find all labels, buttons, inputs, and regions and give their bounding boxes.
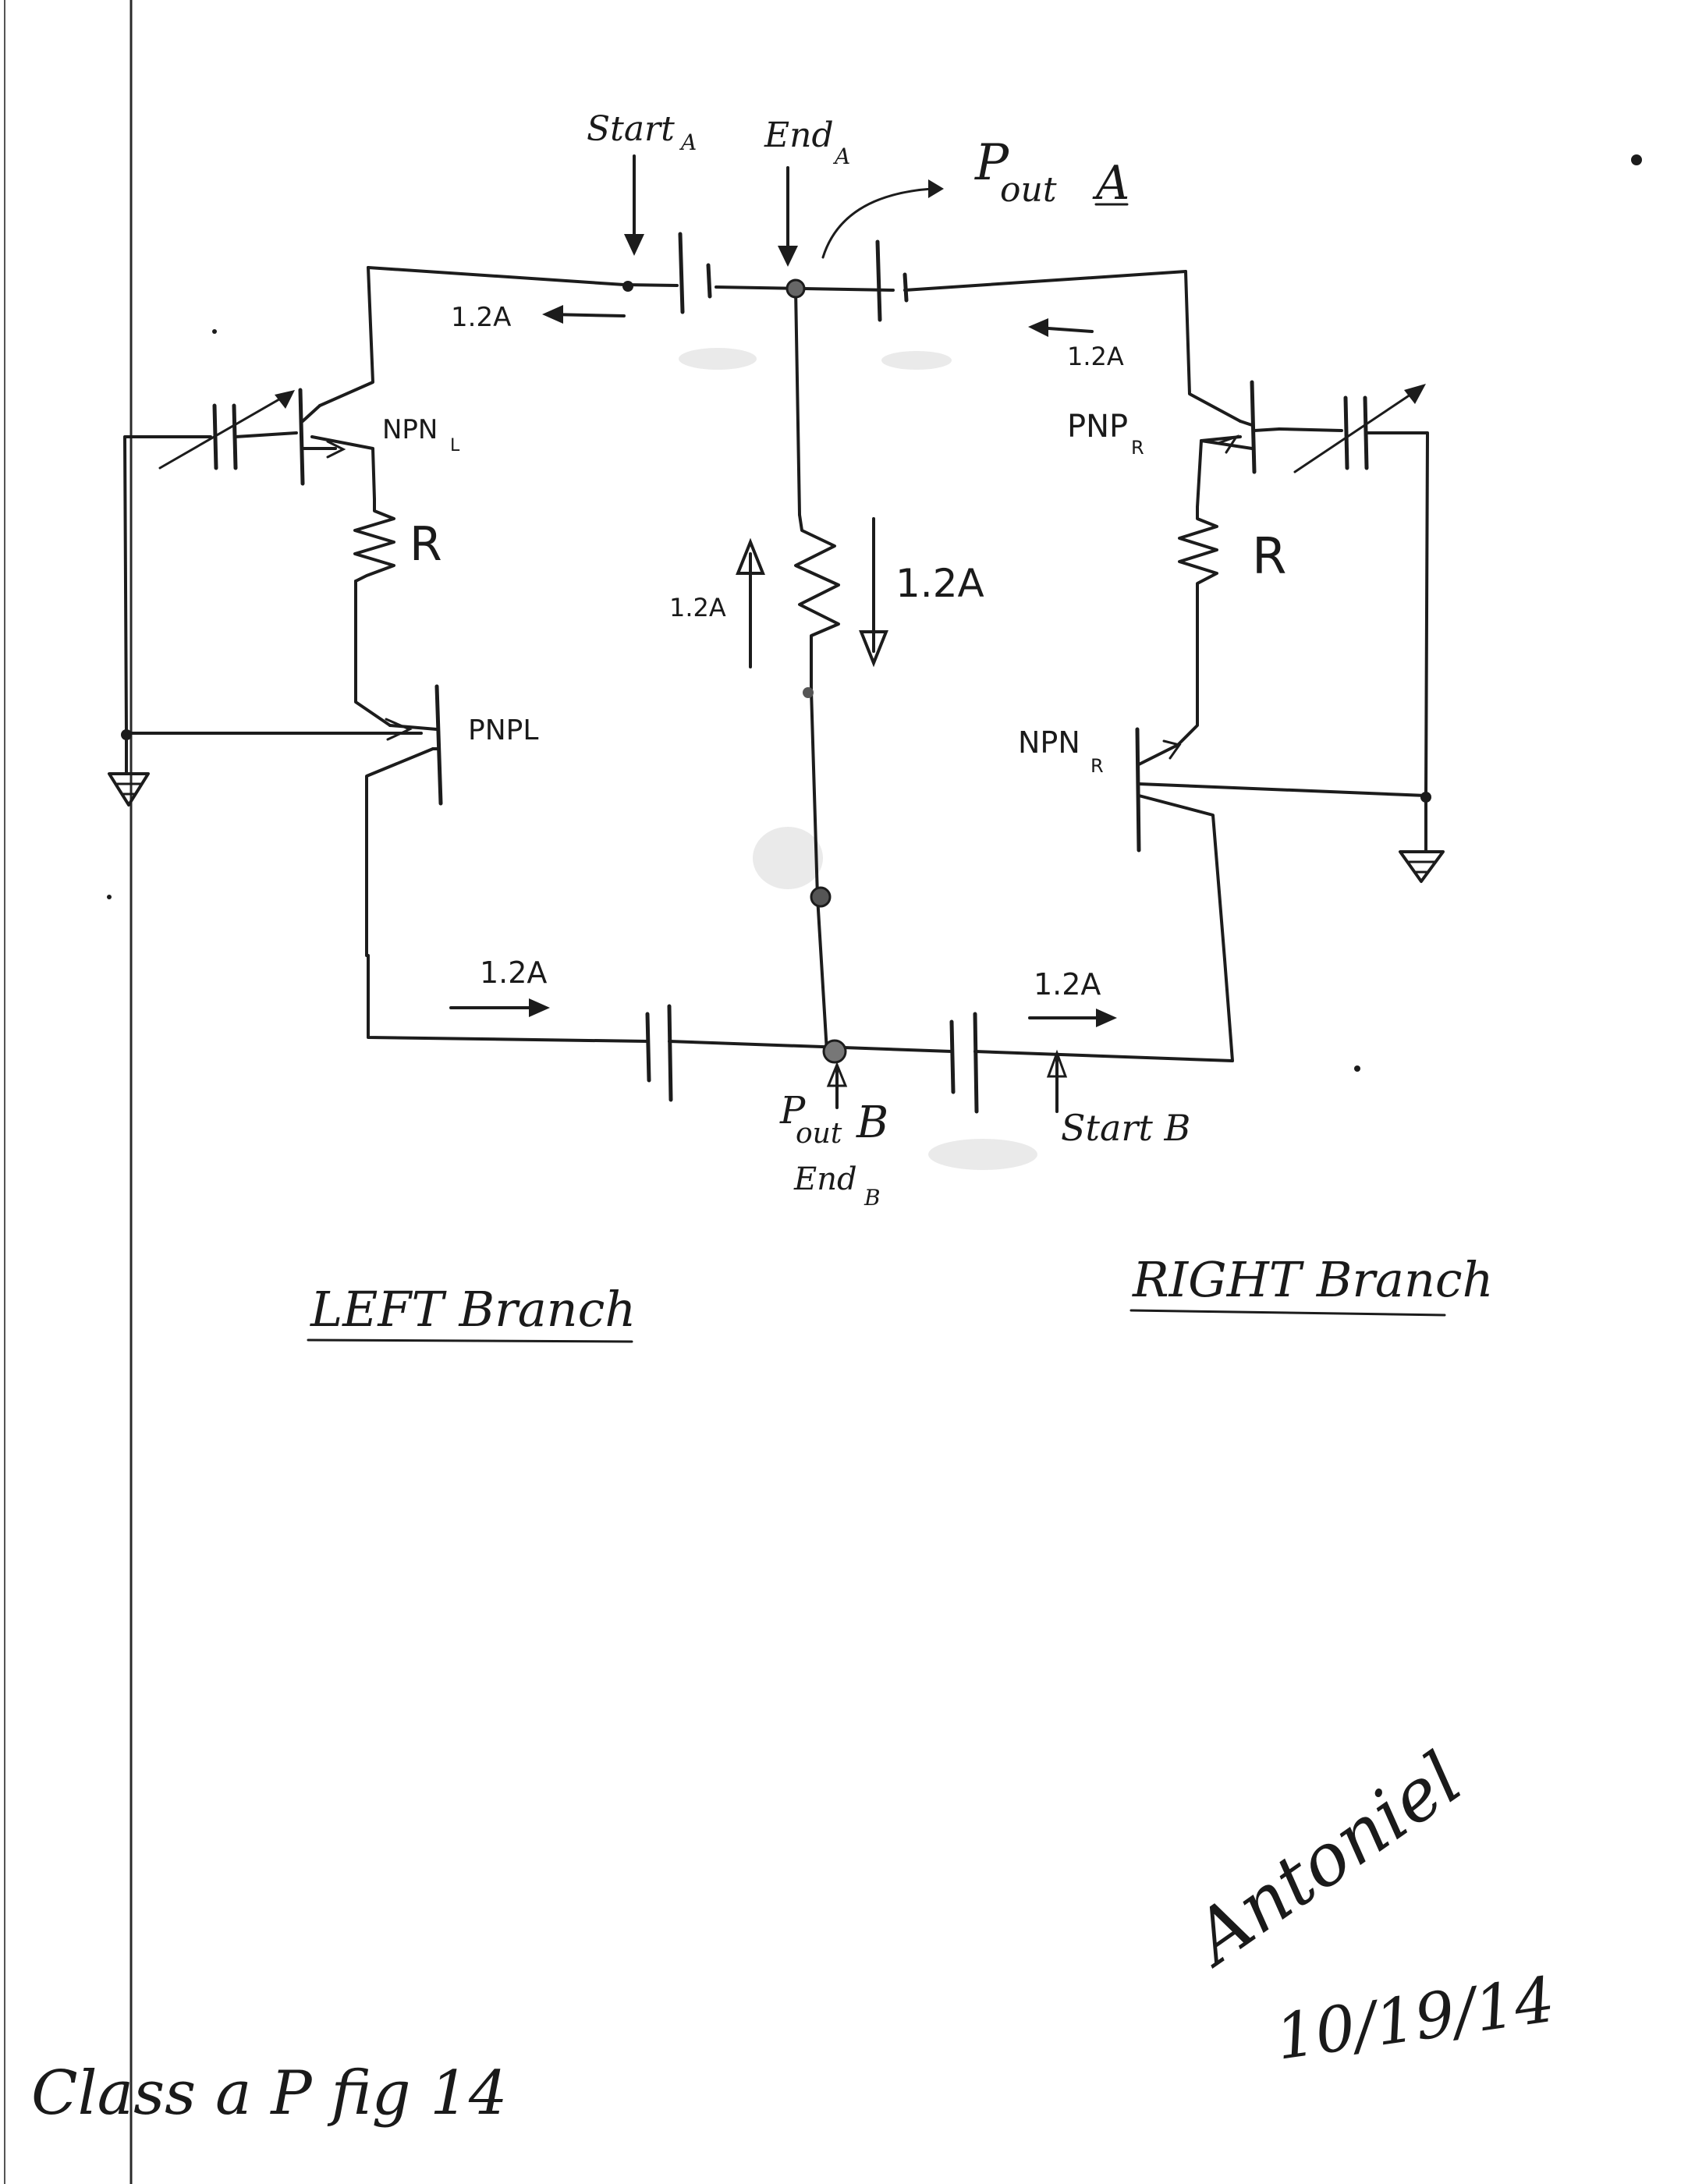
end-b-label: End [793, 1161, 857, 1197]
circuit-nodes [622, 278, 847, 1064]
npn-left-transistor [298, 388, 346, 486]
left-branch-underline [307, 1338, 633, 1343]
end-b-subscript: B [864, 1185, 881, 1211]
current-label-center-down: 1.2A [895, 561, 984, 606]
npn-right-transistor [1135, 727, 1182, 853]
end-a-label: End [764, 115, 834, 155]
figure-caption: Class a P fig 14 [31, 2058, 508, 2129]
current-label-top-left: 1.2A [451, 302, 511, 333]
signature: Antoniel [1174, 1736, 1477, 1983]
date: 10/19/14 [1271, 1963, 1559, 2074]
npn-left-label: NPN [382, 414, 438, 445]
current-label-top-right: 1.2A [1067, 342, 1124, 371]
right-branch-label: RIGHT Branch [1132, 1251, 1494, 1308]
pout-b-subscript: out [796, 1118, 842, 1150]
right-variable-capacitor [1278, 384, 1426, 473]
bottom-left-capacitor [645, 1004, 673, 1102]
top-left-capacitor [678, 232, 712, 314]
npn-right-subscript: R [1090, 755, 1104, 777]
pout-b-letter: B [856, 1097, 888, 1148]
left-resistor-label: R [410, 517, 442, 572]
speck [107, 895, 112, 899]
npn-left-subscript: L [450, 436, 460, 456]
left-ground [108, 729, 150, 807]
smudge [679, 348, 757, 370]
speck [1354, 1065, 1360, 1072]
left-variable-capacitor [158, 390, 298, 470]
smudge [753, 827, 823, 889]
pnp-right-label: PNP [1067, 409, 1128, 445]
start-a-label: Start [587, 109, 675, 149]
pnp-right-transistor [1200, 380, 1281, 474]
npn-right-label: NPN [1018, 725, 1080, 760]
smudge [928, 1139, 1037, 1170]
pout-a-p: P [974, 134, 1009, 192]
center-resistor [794, 513, 840, 641]
current-label-bottom-right: 1.2A [1034, 967, 1101, 1002]
speck [212, 329, 217, 334]
right-branch-underline [1129, 1309, 1446, 1317]
current-label-bottom-left: 1.2A [480, 956, 547, 990]
right-resistor [1178, 505, 1218, 590]
annotation-arrows [449, 154, 1117, 1113]
left-branch-label: LEFT Branch [310, 1281, 636, 1338]
pnp-right-subscript: R [1131, 437, 1144, 459]
end-a-subscript: A [832, 144, 850, 169]
bottom-right-capacitor [949, 1012, 979, 1114]
pnp-left-label: PNPL [468, 714, 538, 746]
right-ground [1399, 792, 1445, 883]
smudge [881, 351, 952, 370]
top-right-capacitor [875, 239, 909, 322]
pout-b-p: P [779, 1089, 806, 1133]
right-resistor-label: R [1252, 528, 1286, 586]
pnp-left-transistor [385, 684, 443, 806]
pout-a-letter: A [1092, 156, 1129, 211]
current-label-center-up: 1.2A [669, 593, 726, 622]
circuit-wiring [123, 266, 1429, 1062]
pout-a-subscript: out [1000, 170, 1057, 210]
start-a-subscript: A [679, 129, 697, 155]
speck [1631, 154, 1642, 165]
start-b-label: Start B [1061, 1107, 1190, 1149]
left-resistor [353, 498, 395, 583]
